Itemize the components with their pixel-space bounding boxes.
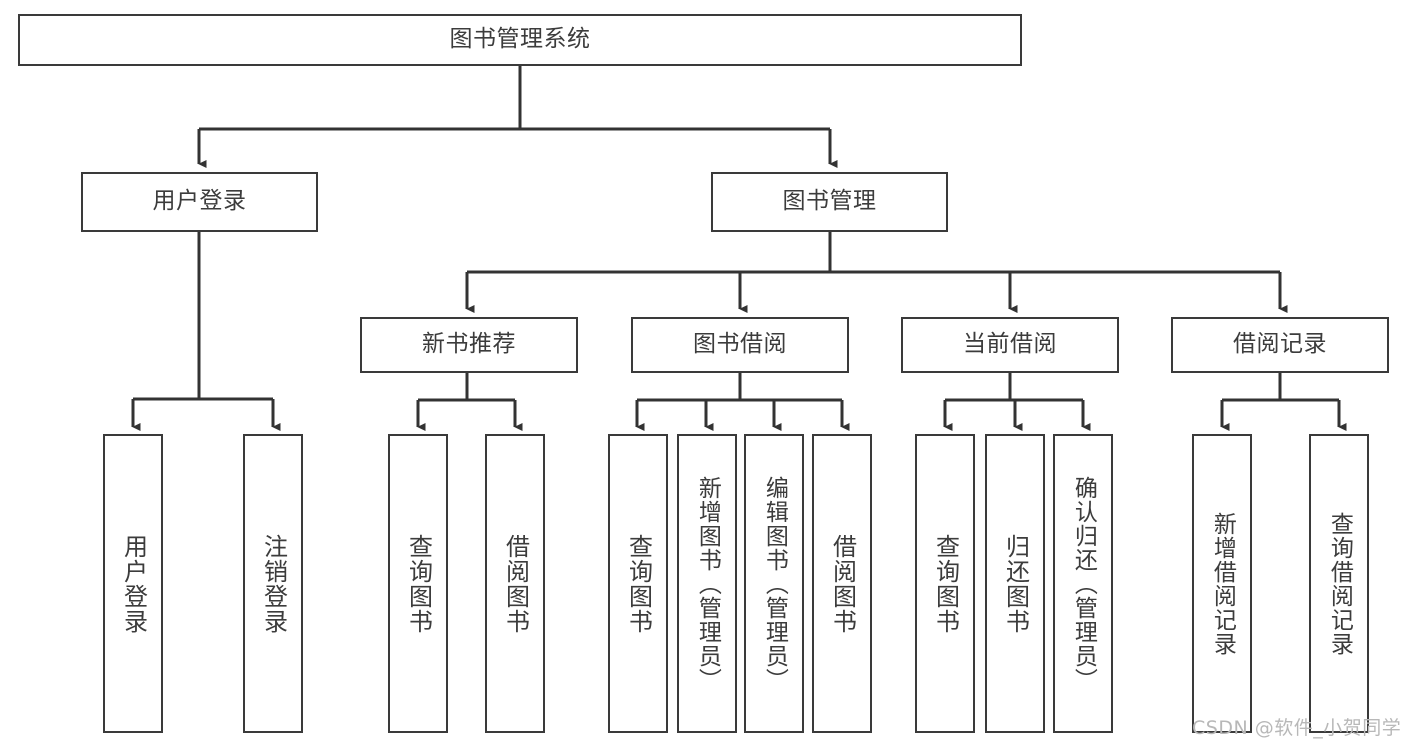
node-label: 图书管理: [782, 188, 877, 215]
csdn-watermark: CSDN @软件_小贺同学: [1192, 717, 1402, 739]
node-label: 查询借阅记录: [1326, 511, 1353, 656]
node-label: 注销登录: [259, 533, 288, 634]
node-leaf-query-book-3[interactable]: 查询图书: [915, 434, 975, 733]
node-leaf-add-book[interactable]: 新增图书（管理员）: [677, 434, 737, 733]
node-leaf-user-login[interactable]: 用户登录: [103, 434, 163, 733]
node-label: 借阅图书: [501, 533, 530, 634]
node-label: 用户登录: [119, 533, 148, 634]
node-leaf-edit-book[interactable]: 编辑图书（管理员）: [744, 434, 804, 733]
node-label: 当前借阅: [963, 331, 1057, 358]
node-label: 借阅记录: [1233, 331, 1327, 358]
node-label: 确认归还（管理员）: [1070, 475, 1097, 692]
node-label: 新书推荐: [422, 331, 516, 358]
node-book-manage[interactable]: 图书管理: [711, 172, 948, 232]
node-leaf-query-book-1[interactable]: 查询图书: [388, 434, 448, 733]
node-book-borrow[interactable]: 图书借阅: [631, 317, 849, 373]
node-root-system[interactable]: 图书管理系统: [18, 14, 1022, 66]
node-borrow-record[interactable]: 借阅记录: [1171, 317, 1389, 373]
node-leaf-add-record[interactable]: 新增借阅记录: [1192, 434, 1252, 733]
node-label: 归还图书: [1001, 533, 1030, 634]
node-label: 查询图书: [931, 533, 960, 634]
node-label: 编辑图书（管理员）: [761, 475, 788, 692]
node-user-login[interactable]: 用户登录: [81, 172, 318, 232]
node-new-book-recommend[interactable]: 新书推荐: [360, 317, 578, 373]
node-leaf-query-record[interactable]: 查询借阅记录: [1309, 434, 1369, 733]
node-label: 用户登录: [152, 188, 247, 215]
node-leaf-borrow-book-1[interactable]: 借阅图书: [485, 434, 545, 733]
node-label: 新增图书（管理员）: [694, 475, 721, 692]
node-label: 借阅图书: [828, 533, 857, 634]
node-leaf-borrow-book-2[interactable]: 借阅图书: [812, 434, 872, 733]
node-label: 查询图书: [624, 533, 653, 634]
node-leaf-return-book[interactable]: 归还图书: [985, 434, 1045, 733]
node-label: 新增借阅记录: [1209, 511, 1236, 656]
node-leaf-query-book-2[interactable]: 查询图书: [608, 434, 668, 733]
node-current-borrow[interactable]: 当前借阅: [901, 317, 1119, 373]
node-label: 图书管理系统: [449, 26, 591, 53]
node-label: 查询图书: [404, 533, 433, 634]
node-leaf-logout[interactable]: 注销登录: [243, 434, 303, 733]
node-leaf-confirm-return[interactable]: 确认归还（管理员）: [1053, 434, 1113, 733]
node-label: 图书借阅: [693, 331, 787, 358]
